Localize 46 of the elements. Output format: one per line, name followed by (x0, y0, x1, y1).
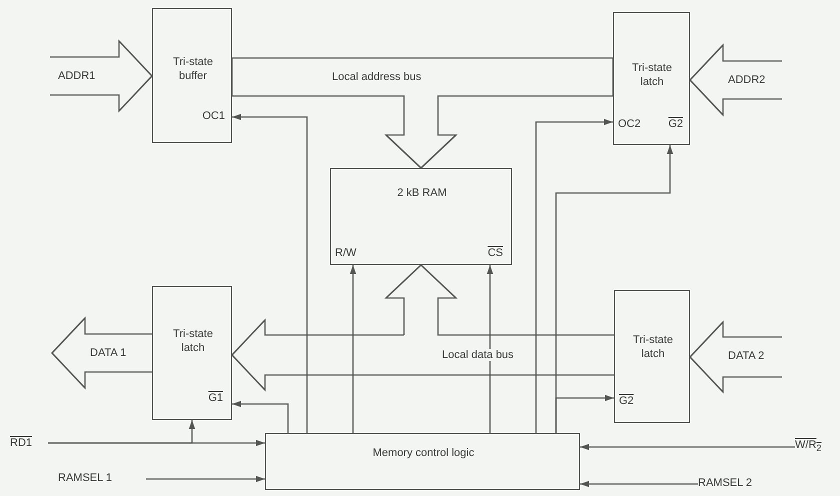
signal-arrow (232, 114, 308, 433)
bus-label: Local address bus (330, 71, 424, 83)
bus-arrow (49, 39, 153, 113)
signal-arrow (146, 476, 265, 482)
signal-arrow (580, 480, 698, 488)
signal-arrow (580, 444, 795, 450)
signal-arrow (486, 265, 494, 433)
latch-block (152, 286, 232, 420)
signal-label: ADDR2 (728, 73, 766, 87)
signal-label: DATA 2 (728, 349, 764, 363)
pin-label: OC1 (202, 109, 225, 123)
bus-arrow (51, 316, 153, 390)
signal-label: W/R$_{2}$ (795, 438, 822, 456)
pin-label: R/W (335, 246, 356, 260)
signal-arrow (350, 265, 356, 433)
address-bus-arrow (385, 57, 614, 169)
pin-label: G2 (619, 394, 634, 408)
signal-arrow (232, 400, 289, 433)
data-bus-arrow (231, 318, 614, 392)
logic-block (265, 433, 580, 490)
bus-arrow (689, 320, 783, 394)
signal-arrow (555, 394, 614, 433)
bus-arrow (689, 43, 783, 117)
component-label: Tri-state latch (172, 327, 214, 355)
latch-block (613, 12, 690, 145)
pin-label: CS (488, 246, 503, 260)
component-label: Memory control logic (372, 446, 476, 460)
signal-label: DATA 1 (90, 346, 126, 360)
component-label: Tri-state latch (632, 333, 674, 361)
pin-label: G1 (208, 391, 223, 405)
signal-label: RAMSEL 2 (698, 476, 752, 490)
component-label: Tri-state latch (631, 61, 673, 89)
signal-arrow (535, 118, 613, 433)
signal-label: RAMSEL 1 (58, 471, 112, 485)
memory-block (330, 168, 512, 265)
signal-label: ADDR1 (58, 69, 96, 83)
pin-label: G2 (668, 117, 683, 131)
latch-block (152, 8, 232, 143)
signal-label: RD1 (10, 436, 32, 450)
component-label: 2 kB RAM (396, 186, 448, 200)
bus-label: Local data bus (440, 349, 516, 361)
component-label: Tri-state buffer (172, 55, 214, 83)
pin-label: OC2 (618, 117, 641, 131)
data-bus-arrow (384, 264, 614, 336)
latch-block (614, 290, 690, 423)
signal-arrow (48, 420, 196, 444)
